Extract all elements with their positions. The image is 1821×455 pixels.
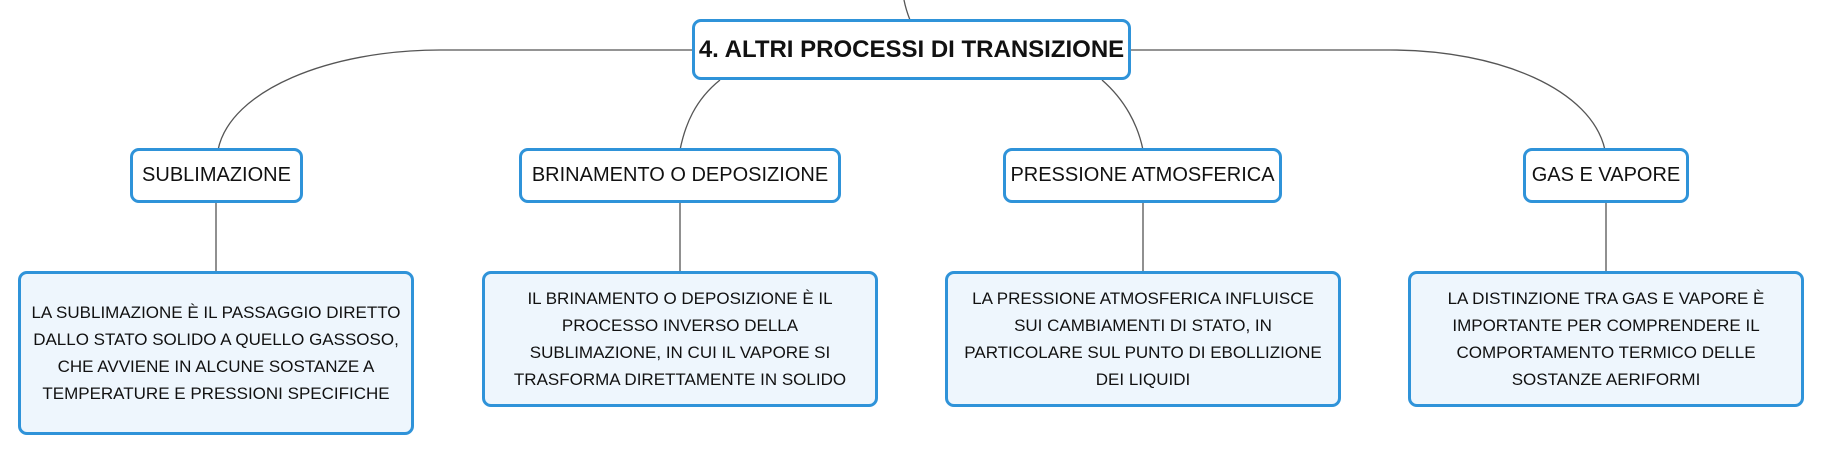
description-text: IL BRINAMENTO O DEPOSIZIONE È IL PROCESS…	[513, 289, 847, 389]
description-text: LA SUBLIMAZIONE È IL PASSAGGIO DIRETTO D…	[31, 303, 401, 403]
description-node-gas-vapore[interactable]: LA DISTINZIONE TRA GAS E VAPORE È IMPORT…	[1408, 271, 1804, 407]
root-title: 4. ALTRI PROCESSI DI TRANSIZIONE	[698, 35, 1125, 63]
topic-label: SUBLIMAZIONE	[142, 164, 291, 186]
connector-root-to-pressione	[1101, 79, 1144, 151]
root-node[interactable]: 4. ALTRI PROCESSI DI TRANSIZIONE	[692, 19, 1131, 80]
topic-label: GAS E VAPORE	[1531, 164, 1681, 186]
description-node-brinamento[interactable]: IL BRINAMENTO O DEPOSIZIONE È IL PROCESS…	[482, 271, 878, 407]
description-text: LA PRESSIONE ATMOSFERICA INFLUISCE SUI C…	[964, 289, 1322, 389]
description-text: LA DISTINZIONE TRA GAS E VAPORE È IMPORT…	[1447, 289, 1765, 389]
topic-label: PRESSIONE ATMOSFERICA	[1010, 164, 1275, 186]
connector-root-to-sublimazione	[217, 49, 693, 151]
connector-root-to-brinamento	[679, 79, 721, 151]
topic-node-brinamento[interactable]: BRINAMENTO O DEPOSIZIONE	[519, 148, 841, 203]
topic-node-sublimazione[interactable]: SUBLIMAZIONE	[130, 148, 303, 203]
topic-label: BRINAMENTO O DEPOSIZIONE	[531, 164, 829, 186]
topic-node-gas-vapore[interactable]: GAS E VAPORE	[1523, 148, 1689, 203]
connector-parent-to-root	[903, 0, 911, 21]
connector-root-to-gas-vapore	[1130, 49, 1606, 151]
description-node-sublimazione[interactable]: LA SUBLIMAZIONE È IL PASSAGGIO DIRETTO D…	[18, 271, 414, 435]
description-node-pressione[interactable]: LA PRESSIONE ATMOSFERICA INFLUISCE SUI C…	[945, 271, 1341, 407]
topic-node-pressione[interactable]: PRESSIONE ATMOSFERICA	[1003, 148, 1282, 203]
